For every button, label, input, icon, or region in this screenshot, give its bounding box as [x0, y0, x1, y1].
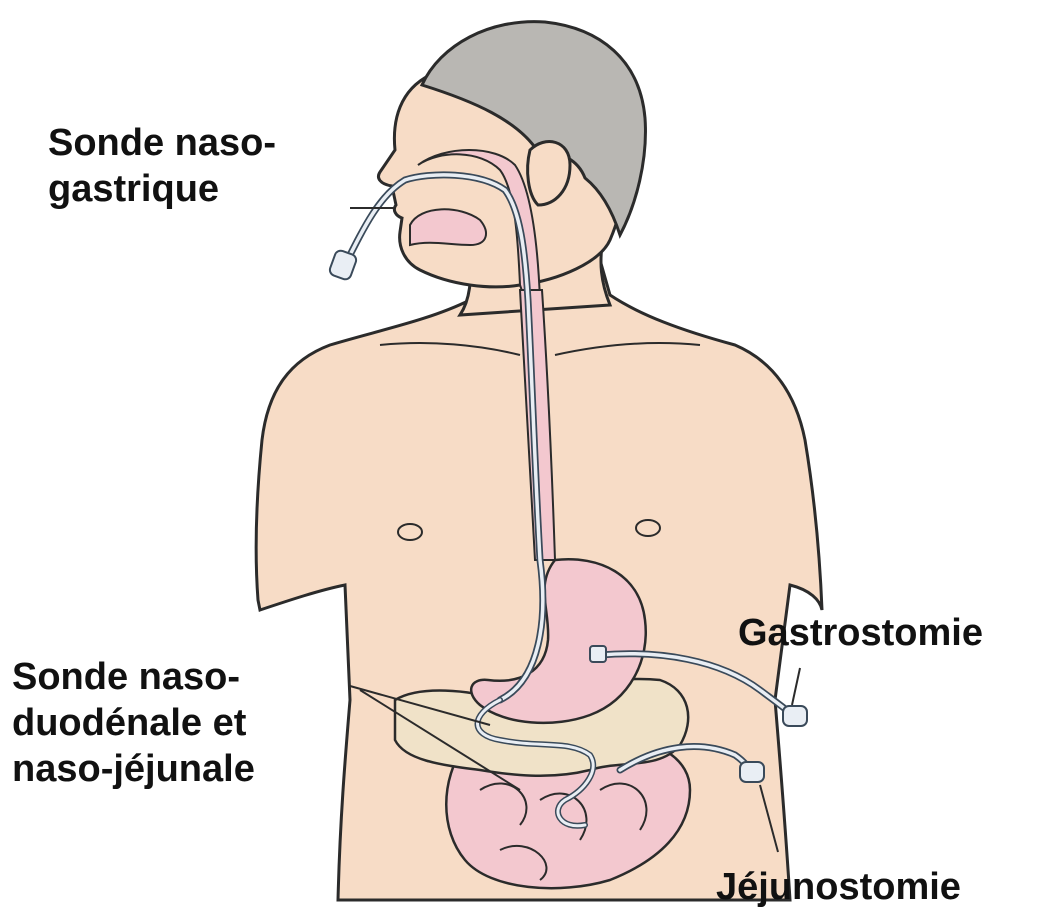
label-line: Sonde naso-: [12, 654, 255, 700]
jejunostomy-connector: [740, 762, 764, 782]
label-line: Sonde naso-: [48, 120, 276, 166]
label-nasogastric-tube: Sonde naso- gastrique: [48, 120, 276, 212]
gastrostomy-bolster: [590, 646, 606, 662]
label-line: duodénale et: [12, 700, 255, 746]
label-line: gastrique: [48, 166, 276, 212]
label-line: naso-jéjunale: [12, 746, 255, 792]
label-nasoduodenal-tube: Sonde naso- duodénale et naso-jéjunale: [12, 654, 255, 792]
label-gastrostomy: Gastrostomie: [738, 610, 983, 656]
gastrostomy-connector: [783, 706, 807, 726]
label-jejunostomy: Jéjunostomie: [716, 864, 961, 910]
leader-gastrostomy: [792, 668, 800, 705]
